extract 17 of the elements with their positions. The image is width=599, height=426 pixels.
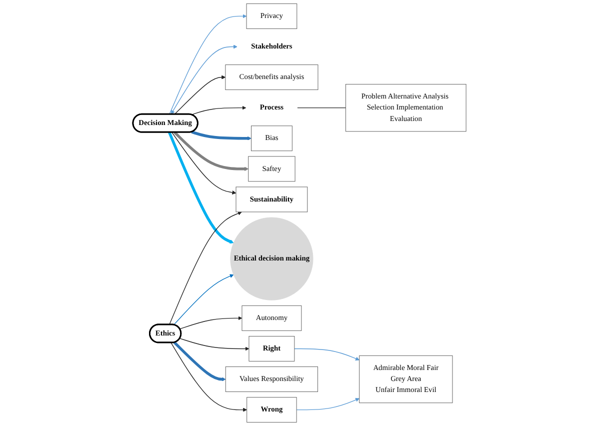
arrow (294, 348, 360, 361)
arrow (191, 130, 252, 140)
arrow (169, 211, 242, 325)
arrow (173, 341, 226, 382)
arrow (172, 132, 236, 194)
arrow (174, 75, 226, 115)
arrow (296, 398, 360, 410)
arrow (179, 338, 250, 351)
arrow (168, 132, 234, 244)
arrow (170, 342, 248, 412)
arrow (174, 131, 249, 171)
arrow (170, 44, 238, 114)
connector (297, 107, 346, 108)
arrow (169, 14, 247, 115)
arrow (173, 274, 234, 326)
arrow (179, 316, 242, 330)
arrow (191, 106, 246, 116)
